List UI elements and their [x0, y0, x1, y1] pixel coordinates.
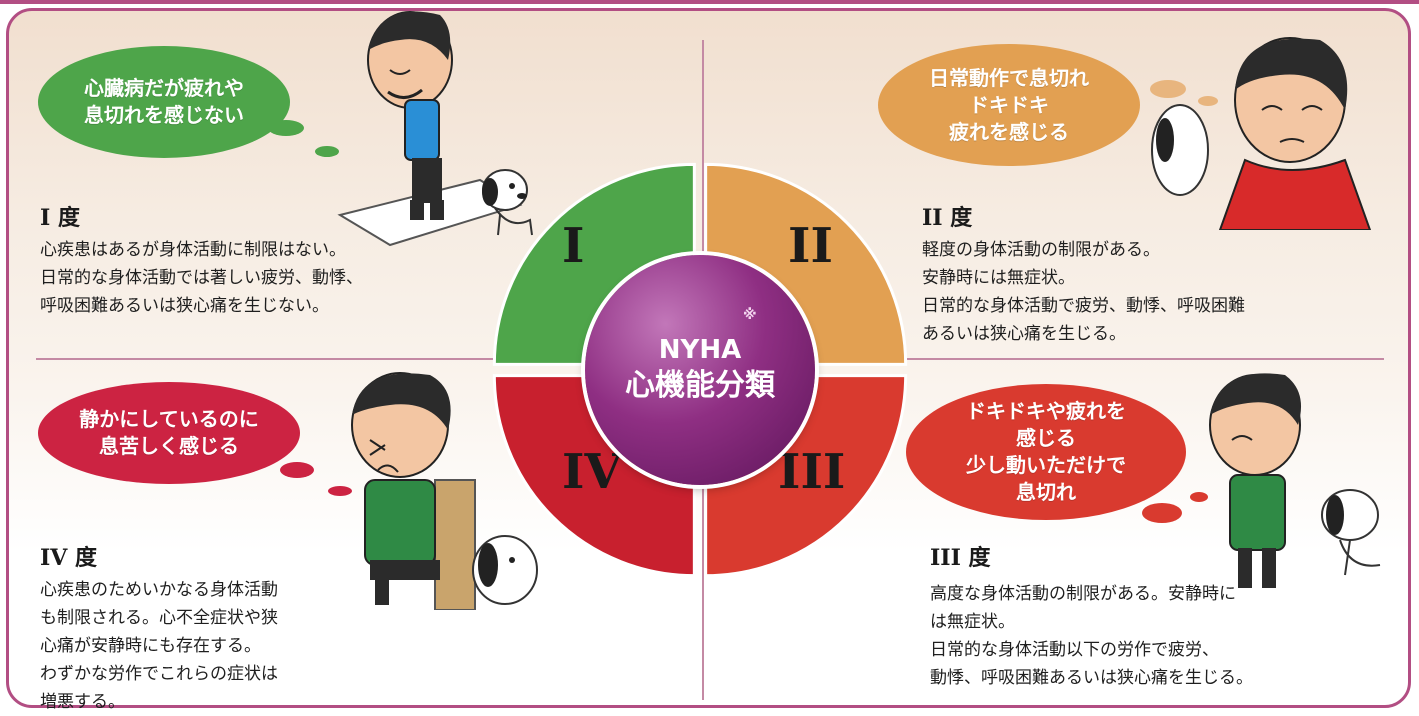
bubble-text-grade-1: 心臓病だが疲れや 息切れを感じない [84, 76, 244, 127]
grade-4-description: 心疾患のためいかなる身体活動 も制限される。心不全症状や狭 心痛が安静時にも存在… [40, 580, 278, 712]
thought-dot [280, 462, 314, 478]
thought-bubble-grade-4: 静かにしているのに 息苦しく感じる [38, 382, 300, 484]
bubble-text-grade-2: 日常動作で息切れ ドキドキ 疲れを感じる [929, 65, 1089, 144]
sitting-man-illustration [351, 372, 538, 610]
grade-3-description: 高度な身体活動の制限がある。安静時に は無症状。 日常的な身体活動以下の労作で疲… [930, 584, 1253, 688]
grade-4-title: IV 度 [40, 545, 98, 571]
thought-dot [268, 120, 304, 136]
top-border-strip [0, 0, 1419, 4]
center-title-line-1: NYHA [658, 335, 742, 365]
bubble-text-grade-3: ドキドキや疲れを 感じる 少し動いただけで 息切れ [966, 399, 1126, 504]
center-disc: NYHA 心機能分類 ※ [585, 255, 815, 485]
center-note-mark: ※ [743, 307, 757, 323]
wheel-label-grade-4: IV [562, 444, 622, 500]
thought-dot [1150, 80, 1186, 98]
standing-man-illustration [337, 11, 523, 247]
center-title-line-2: 心機能分類 [625, 368, 775, 403]
bubble-text-grade-4: 静かにしているのに 息苦しく感じる [79, 407, 259, 458]
thought-bubble-grade-3: ドキドキや疲れを 感じる 少し動いただけで 息切れ [906, 384, 1186, 520]
thought-dot [315, 146, 339, 157]
grade-2-title: II 度 [922, 205, 973, 231]
grade-2-description: 軽度の身体活動の制限がある。 安静時には無症状。 日常的な身体活動で疲労、動悸、… [922, 240, 1245, 344]
thought-bubble-grade-1: 心臓病だが疲れや 息切れを感じない [38, 46, 290, 158]
dog-illustration [482, 169, 533, 236]
thought-bubble-grade-2: 日常動作で息切れ ドキドキ 疲れを感じる [878, 44, 1140, 166]
thought-dot [1198, 96, 1218, 106]
wheel-label-grade-3: III [778, 444, 846, 500]
grade-1-title: I 度 [40, 205, 80, 231]
thought-dot [328, 486, 352, 496]
tired-man-illustration [1151, 37, 1372, 230]
thought-dot [1142, 503, 1182, 523]
wheel-label-grade-2: II [788, 218, 833, 274]
grade-3-title: III 度 [930, 545, 991, 571]
grade-1-description: 心疾患はあるが身体活動に制限はない。 日常的な身体活動では著しい疲労、動悸、 呼… [40, 240, 363, 316]
standing-tired-man-illustration [1209, 373, 1381, 588]
thought-dot [1190, 492, 1208, 502]
wheel-label-grade-1: I [562, 218, 585, 274]
